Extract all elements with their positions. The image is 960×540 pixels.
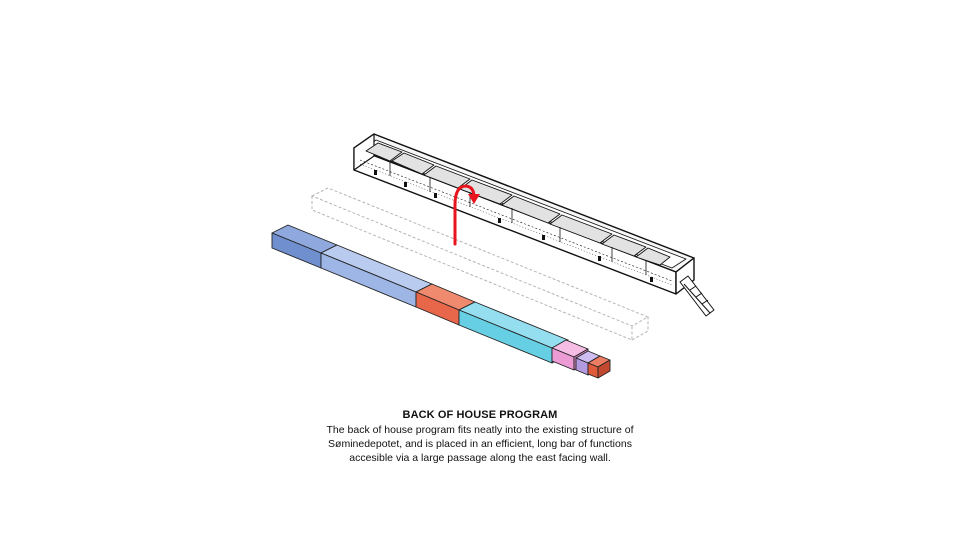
wall-markers bbox=[374, 170, 653, 282]
building-left-face bbox=[353, 133, 375, 171]
caption-line: accesible via a large passage along the … bbox=[349, 452, 611, 464]
arrow-curve bbox=[453, 184, 476, 246]
existing-building bbox=[353, 133, 715, 317]
program-bar bbox=[271, 224, 611, 379]
program-block-blue-light bbox=[320, 244, 433, 308]
insertion-arrow bbox=[453, 184, 480, 246]
entrance-ramp bbox=[679, 275, 715, 317]
roof-panels bbox=[365, 142, 671, 266]
caption-body: The back of house program fits neatly in… bbox=[280, 423, 680, 465]
arrow-head-icon bbox=[468, 194, 480, 204]
program-footprint-ghost bbox=[310, 187, 650, 341]
diagram-caption: BACK OF HOUSE PROGRAM The back of house … bbox=[280, 408, 680, 465]
caption-line: Søminedepotet, and is placed in an effic… bbox=[328, 438, 632, 450]
building-end-face bbox=[675, 257, 695, 295]
caption-title: BACK OF HOUSE PROGRAM bbox=[402, 409, 558, 421]
caption-line: The back of house program fits neatly in… bbox=[326, 424, 634, 436]
program-block-red-orange bbox=[587, 355, 611, 379]
